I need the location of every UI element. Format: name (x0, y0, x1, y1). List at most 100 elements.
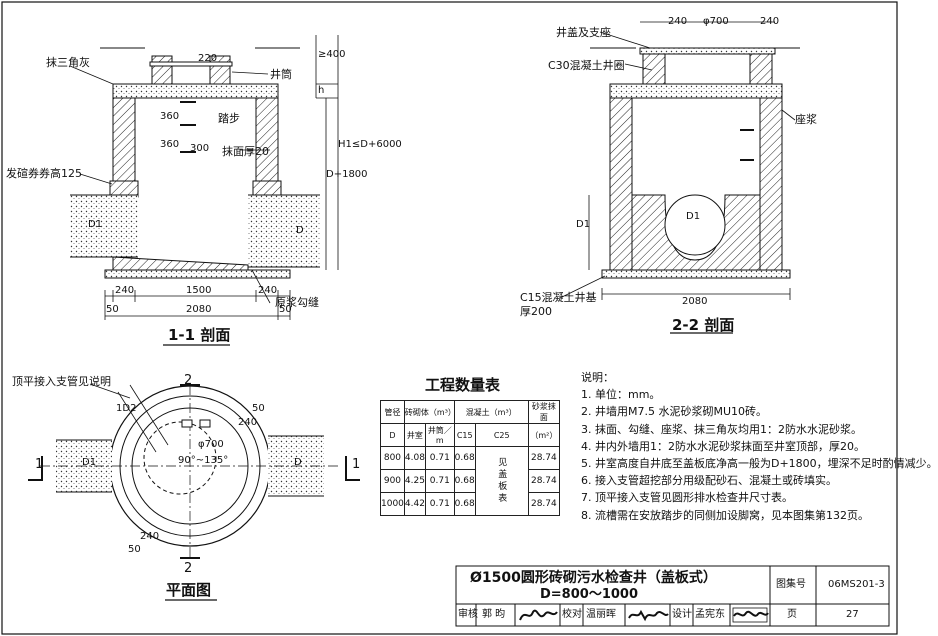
checker-signature (628, 609, 669, 622)
section-2-2 (559, 21, 800, 334)
dim-360a: 360 (160, 111, 180, 122)
dim-D1-left: D1 (576, 219, 591, 230)
section-mark-2-top: 2 (184, 373, 193, 388)
dim-plan-50b: 50 (128, 544, 141, 555)
dim-D1-circle: D1 (686, 211, 701, 222)
drawing-subtitle: D=800～1000 (540, 587, 639, 602)
atlas-number: 06MS201-3 (828, 579, 885, 590)
reviewer-name: 郭 昀 (482, 609, 506, 620)
title-block-frame (455, 565, 890, 627)
designer-name: 孟宪东 (695, 609, 725, 620)
dim-220: 220 (198, 53, 218, 64)
dim-plan-phi700: φ700 (198, 439, 224, 450)
table-row: 800 4.08 0.71 0.68 见盖板表 28.74 (380, 446, 561, 516)
dim-dp1800: D+1800 (326, 169, 368, 180)
cell-riser: 0.71 (424, 492, 455, 516)
dim-2080: 2080 (682, 296, 708, 307)
quantity-table: 管径 砖砌体（m³） 混凝土（m³） 砂浆抹面 D 井室 井筒／m C15 C2… (380, 400, 561, 516)
label-riser: 井筒 (270, 68, 292, 81)
note-item: 5. 井室高度自井底至盖板底净高一般为D+1800，埋深不足时酌情减少。 (581, 457, 938, 471)
dim-240a: 240 (115, 285, 135, 296)
review-label: 审核 (458, 609, 478, 620)
reviewer-signature (519, 609, 558, 621)
page-number: 27 (846, 609, 859, 620)
dim-plan-50a: 50 (252, 403, 265, 414)
note-item: 4. 井内外墙用1：2防水水泥砂浆抹面至井室顶部，厚20。 (581, 439, 865, 453)
cell-riser: 0.71 (424, 446, 455, 470)
notes-title: 说明： (581, 371, 614, 384)
cell-d: 800 (380, 446, 405, 470)
dim-50a: 50 (106, 304, 119, 315)
label-mortar-bed: 座浆 (795, 113, 817, 126)
design-label: 设计 (672, 609, 692, 620)
dim-h: h (318, 85, 325, 96)
dim-plan-240a: 240 (238, 417, 258, 428)
dim-plan-240b: 240 (140, 531, 160, 542)
dim-240-left: 240 (668, 16, 688, 27)
cell-chamber: 4.25 (403, 469, 426, 493)
cell-c15: 0.68 (453, 469, 476, 493)
section-1-1 (69, 35, 339, 346)
cell-mortar: 28.74 (527, 492, 561, 516)
note-item: 2. 井墙用M7.5 水泥砂浆砌MU10砖。 (581, 405, 768, 419)
caption-1-1: 1-1 剖面 (168, 326, 231, 344)
cell-mortar: 28.74 (527, 469, 561, 493)
section-mark-1-right: 1 (352, 457, 361, 472)
th-chamber: 井室 (403, 423, 426, 447)
cell-c15: 0.68 (453, 446, 476, 470)
note-item: 6. 接入支管超挖部分用级配砂石、混凝土或砖填实。 (581, 474, 837, 488)
designer-signature (732, 607, 769, 623)
dim-plan-1d2: 1D2 (116, 403, 137, 414)
note-item: 1. 单位：mm。 (581, 388, 661, 402)
dim-D: D (296, 225, 304, 236)
dim-1500: 1500 (186, 285, 212, 296)
quantity-table-title: 工程数量表 (425, 376, 501, 394)
caption-2-2: 2-2 剖面 (672, 316, 735, 334)
caption-plan: 平面图 (166, 581, 212, 599)
cell-c25-note: 见盖板表 (474, 446, 529, 516)
label-brick-arch: 发碹券券高125 (6, 167, 82, 180)
label-plaster-thickness: 抹面厚20 (222, 145, 269, 158)
dim-ge400: ≥400 (318, 49, 346, 60)
dim-240-right: 240 (760, 16, 780, 27)
dim-50b: 50 (279, 304, 292, 315)
cell-chamber: 4.08 (403, 446, 426, 470)
dim-240b: 240 (258, 285, 278, 296)
th-c15: C15 (453, 423, 476, 447)
cell-c15: 0.68 (453, 492, 476, 516)
drawing-title: Ø1500圆形砖砌污水检查井（盖板式） (470, 570, 717, 586)
dim-360b: 360 (160, 139, 180, 150)
note-item: 7. 顶平接入支管见圆形排水检查井尺寸表。 (581, 491, 793, 505)
th-c25: C25 (474, 423, 529, 447)
dim-D1: D1 (88, 219, 103, 230)
label-step: 踏步 (218, 112, 240, 125)
dim-plan-D: D (294, 457, 302, 468)
dim-300: 300 (190, 143, 210, 154)
th-pipe: 管径 (380, 400, 405, 424)
label-cover-support: 井盖及支座 (556, 26, 611, 39)
label-top-branch: 顶平接入支管见说明 (12, 375, 111, 388)
dim-2080: 2080 (186, 304, 212, 315)
plan-view (28, 383, 360, 601)
label-ring: C30混凝土井圈 (548, 59, 625, 72)
th-pipe-d: D (380, 423, 405, 447)
dim-plan-angle: 90°~135° (178, 455, 229, 466)
page-label: 页 (787, 609, 797, 620)
cell-d: 900 (380, 469, 405, 493)
cell-riser: 0.71 (424, 469, 455, 493)
label-base-thickness: 厚200 (520, 305, 552, 318)
notes: 说明： 1. 单位：mm。 2. 井墙用M7.5 水泥砂浆砌MU10砖。 3. … (581, 369, 938, 524)
drawing-sheet (1, 1, 898, 635)
dim-phi700: φ700 (703, 16, 729, 27)
th-brick: 砖砌体（m³） (403, 400, 456, 424)
cell-chamber: 4.42 (403, 492, 426, 516)
th-riser: 井筒／m (424, 423, 455, 447)
section-mark-2-bottom: 2 (184, 561, 193, 576)
note-item: 8. 流槽需在安放踏步的同侧加设脚窝，见本图集第132页。 (581, 508, 869, 522)
cell-d: 1000 (380, 492, 405, 516)
dim-plan-D1: D1 (82, 457, 97, 468)
section-mark-1-left: 1 (35, 457, 44, 472)
atlas-label: 图集号 (776, 579, 806, 590)
checker-name: 温丽晖 (586, 609, 616, 620)
table-row: 1000 4.42 0.71 0.68 28.74 (380, 492, 561, 516)
